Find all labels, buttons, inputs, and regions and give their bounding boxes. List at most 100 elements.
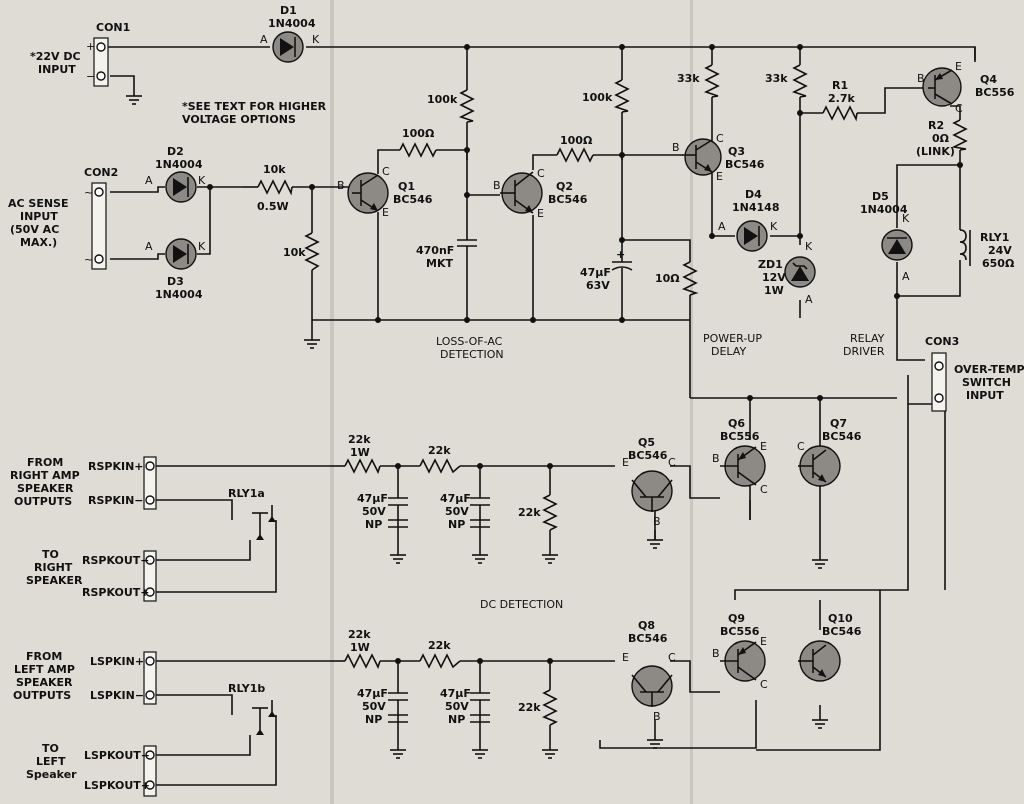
d3-anode: A — [145, 240, 153, 253]
right-in-label: FROM RIGHT AMP SPEAKER OUTPUTS — [10, 456, 84, 508]
cap-47uf-np-right-2: 47μF 50V NP — [440, 492, 490, 531]
lspkin-m: LSPKIN− — [90, 689, 144, 702]
q4-part: BC556 — [975, 86, 1015, 99]
c47-63-value: 47μF — [580, 266, 611, 279]
c-l1-value: 47μF — [357, 687, 388, 700]
d5-k: K — [902, 212, 910, 225]
c-r2-v: 50V — [445, 505, 469, 518]
r1-value: 2.7k — [828, 92, 855, 105]
q10-name: Q10 — [828, 612, 853, 625]
transistor-q2: B C E Q2 BC546 — [493, 167, 588, 220]
r2-name: R2 — [928, 119, 944, 132]
c-r2-t: NP — [448, 518, 465, 531]
r2-value: 0Ω — [932, 132, 950, 145]
d3-name: D3 — [167, 275, 184, 288]
transistor-q5: E C B Q5 BC546 — [622, 436, 676, 528]
con1-input-line2: INPUT — [38, 63, 76, 76]
dc-detection-label: DC DETECTION — [480, 598, 563, 611]
r33k2-value: 33k — [765, 72, 788, 85]
rly1-r: 650Ω — [982, 257, 1015, 270]
q4-e: E — [955, 60, 962, 73]
con2-connector: CON2 ~ ~ AC SENSE INPUT (50V AC MAX.) — [8, 166, 118, 270]
zd1-w: 1W — [764, 284, 784, 297]
d2-anode: A — [145, 174, 153, 187]
zener-zd1: ZD1 12V 1W K A — [758, 240, 816, 306]
rspkin-m: RSPKIN− — [88, 494, 144, 507]
c-r1-t: NP — [365, 518, 382, 531]
q3-name: Q3 — [728, 145, 745, 158]
c-r1-value: 47μF — [357, 492, 388, 505]
q5-part: BC546 — [628, 449, 668, 462]
q6-c: C — [760, 483, 768, 496]
power-up-delay-label: POWER-UP DELAY — [703, 332, 765, 358]
cap-47uf-np-left-1: 47μF 50V NP — [357, 687, 408, 726]
q2-e: E — [537, 207, 544, 220]
con1-minus: − — [86, 70, 95, 83]
con1-name: CON1 — [96, 21, 130, 34]
q7-c: C — [797, 440, 805, 453]
c-l2-v: 50V — [445, 700, 469, 713]
c-r1-v: 50V — [362, 505, 386, 518]
con1-input-line1: *22V DC — [30, 50, 81, 63]
q3-e: E — [716, 170, 723, 183]
c470-type: MKT — [426, 257, 453, 270]
q5-c: C — [668, 456, 676, 469]
resistor-33k-2: 33k — [765, 64, 808, 98]
d4-name: D4 — [745, 188, 762, 201]
transistor-q4: B E C Q4 BC556 — [917, 60, 1015, 115]
con1-input-label: *22V DC INPUT — [30, 50, 84, 76]
q8-e: E — [622, 651, 629, 664]
voltage-note: *SEE TEXT FOR HIGHER VOLTAGE OPTIONS — [182, 100, 330, 126]
junction-dots — [207, 44, 963, 664]
resistor-100k-1: 100k — [427, 89, 475, 123]
d1-cathode: K — [312, 33, 320, 46]
d3-part: 1N4004 — [155, 288, 203, 301]
d4-anode: A — [718, 220, 726, 233]
q6-b: B — [712, 452, 720, 465]
cap-47uf-np-left-2: 47μF 50V NP — [440, 687, 490, 726]
r10-value: 10Ω — [655, 272, 680, 285]
con1-plus: + — [86, 40, 95, 53]
zd1-name: ZD1 — [758, 258, 783, 271]
resistor-22k-1w-right: 22k 1W — [344, 433, 381, 475]
rspkout-m: RSPKOUT− — [82, 554, 150, 567]
transistor-q10: Q10 BC546 — [798, 612, 862, 682]
q5-b: B — [653, 515, 661, 528]
q7-part: BC546 — [822, 430, 862, 443]
resistor-100k-2: 100k — [582, 79, 630, 113]
diode-d2: D2 1N4004 A K — [145, 145, 206, 203]
r22k-r2-value: 22k — [428, 444, 451, 457]
cap-47uf-np-right-1: 47μF 50V NP — [357, 492, 408, 531]
r100k2-value: 100k — [582, 91, 613, 104]
c-l2-t: NP — [448, 713, 465, 726]
loss-of-ac-label: LOSS-OF-AC DETECTION — [436, 335, 506, 361]
c-l1-v: 50V — [362, 700, 386, 713]
r22k-l3-value: 22k — [518, 701, 541, 714]
con3-name: CON3 — [925, 335, 959, 348]
d4-part: 1N4148 — [732, 201, 779, 214]
q6-part: BC556 — [720, 430, 760, 443]
zd1-k: K — [805, 240, 813, 253]
r10k-value: 10k — [263, 163, 286, 176]
q9-part: BC556 — [720, 625, 760, 638]
r100ohm1-value: 100Ω — [402, 127, 435, 140]
q2-part: BC546 — [548, 193, 588, 206]
diode-d1: D1 1N4004 A K — [260, 4, 320, 63]
d2-name: D2 — [167, 145, 184, 158]
q1-part: BC546 — [393, 193, 433, 206]
q3-c: C — [716, 132, 724, 145]
r22k-r3-value: 22k — [518, 506, 541, 519]
r22k-l2-value: 22k — [428, 639, 451, 652]
q3-part: BC546 — [725, 158, 765, 171]
resistor-10k-shunt: 10k — [283, 232, 320, 271]
q8-name: Q8 — [638, 619, 655, 632]
resistor-22k-right-2: 22k — [419, 444, 461, 474]
r33k1-value: 33k — [677, 72, 700, 85]
rly1a-contacts — [252, 505, 276, 540]
c-l1-t: NP — [365, 713, 382, 726]
left-out-label: TO LEFT Speaker — [26, 742, 77, 781]
transistor-q9: B E C Q9 BC556 — [712, 612, 768, 691]
resistor-100ohm-2: 100Ω — [556, 134, 594, 163]
r2-note: (LINK) — [916, 145, 955, 158]
